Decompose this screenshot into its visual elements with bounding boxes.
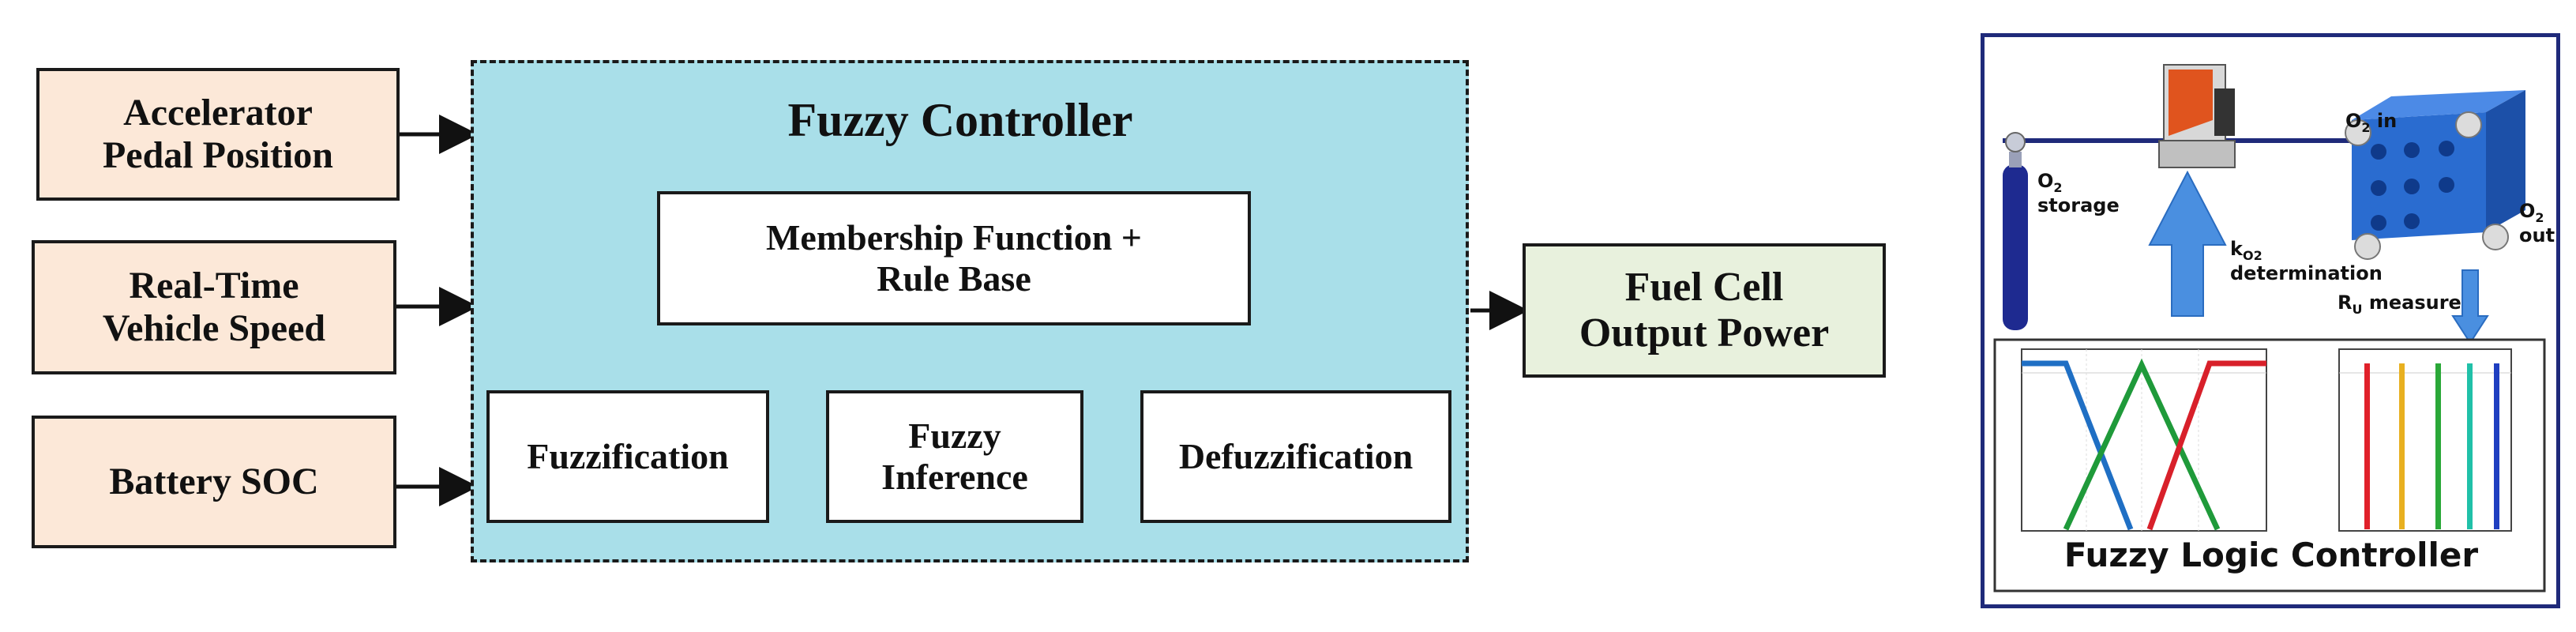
- fuzzy-inference-box: Fuzzy Inference: [826, 390, 1083, 523]
- input-battery-soc: Battery SOC: [32, 416, 396, 548]
- membership-function-rule-base-box: Membership Function + Rule Base: [657, 191, 1251, 325]
- mf-mid-line: [2063, 358, 2221, 531]
- ko2-determination-label: kO2 determination: [2230, 238, 2383, 285]
- mass-flow-controller-icon: [2158, 64, 2236, 168]
- mf-high-line: [2146, 360, 2266, 531]
- testbench-illustration: [1993, 64, 2546, 592]
- input-accelerator-pedal-position: Accelerator Pedal Position: [36, 68, 400, 201]
- o2-storage-label: O2 storage: [2037, 170, 2120, 217]
- singleton-bar-yellow: [2399, 363, 2405, 529]
- fuzzy-logic-controller-title: Fuzzy Logic Controller: [2063, 536, 2479, 574]
- o2-cylinder-icon: [2003, 132, 2028, 330]
- fuel-cell-stack-icon: [2345, 90, 2525, 260]
- fuzzy-controller-title: Fuzzy Controller: [787, 94, 1133, 146]
- o2-in-label: O2 in: [2345, 110, 2398, 135]
- fuzzification-box: Fuzzification: [486, 390, 769, 523]
- fuel-cell-output-power-box: Fuel Cell Output Power: [1523, 243, 1886, 378]
- up-arrow-icon: [2148, 170, 2227, 317]
- o2-out-label: O2 out: [2519, 200, 2555, 247]
- ru-measure-label: RU measure: [2338, 292, 2461, 317]
- input-real-time-vehicle-speed: Real-Time Vehicle Speed: [32, 240, 396, 374]
- down-arrow-icon: [2451, 269, 2489, 344]
- singleton-bar-red: [2364, 363, 2370, 529]
- singleton-bar-green: [2435, 363, 2441, 529]
- mf-low-line: [2022, 360, 2134, 531]
- singleton-bar-teal: [2467, 363, 2473, 529]
- singleton-bar-blue: [2494, 363, 2499, 529]
- defuzzification-box: Defuzzification: [1140, 390, 1451, 523]
